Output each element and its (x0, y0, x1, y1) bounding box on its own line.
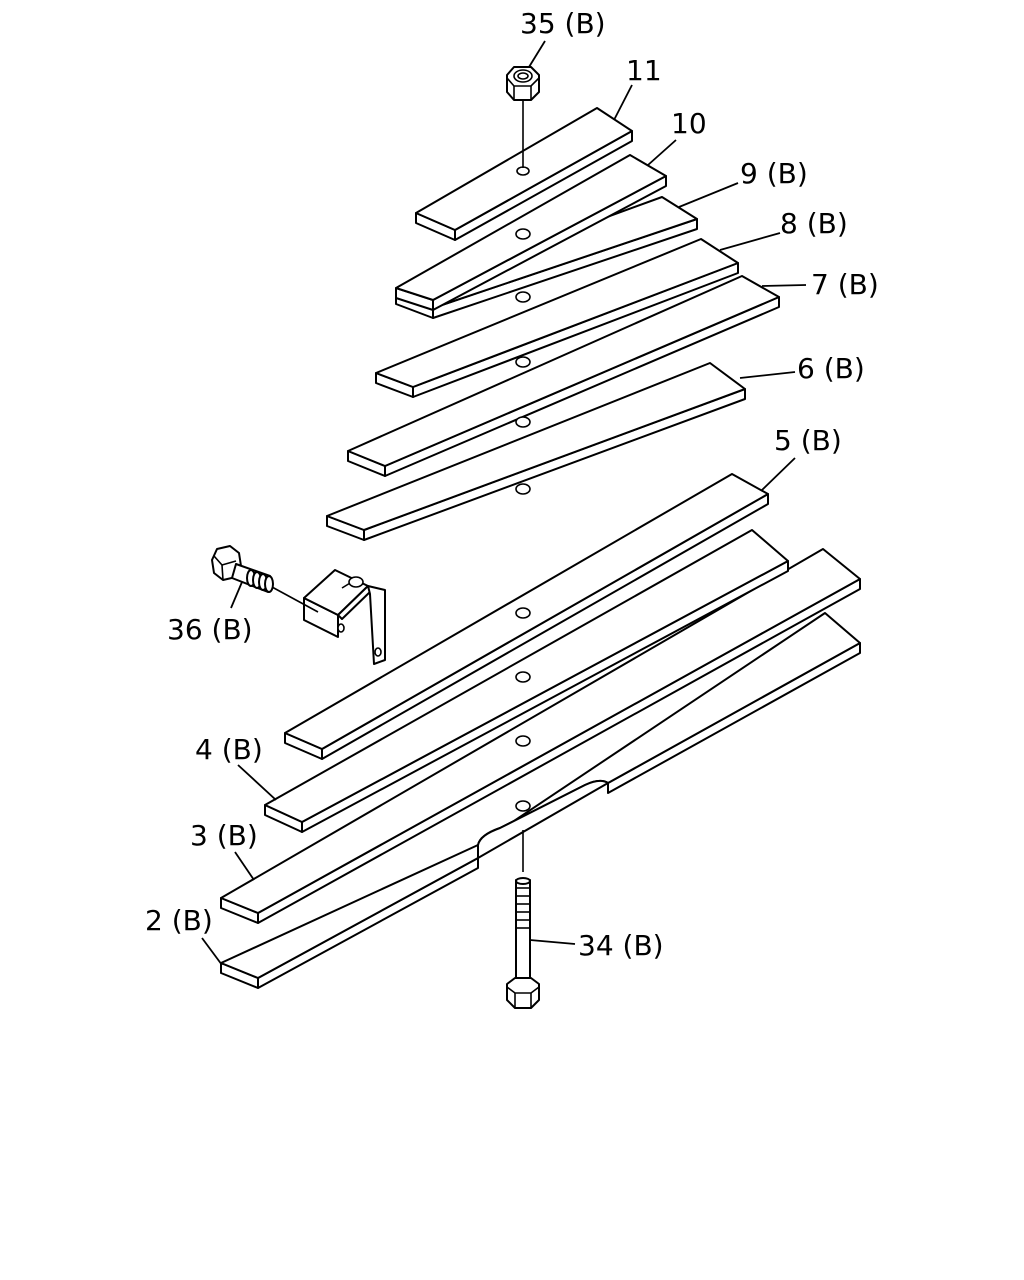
callout-35: 35 (B) (520, 7, 606, 40)
leaf-2 (220, 612, 861, 989)
callout-8: 8 (B) (780, 207, 848, 240)
leaf-7 (347, 275, 780, 477)
leader-10 (647, 139, 677, 166)
leaf-3-center-hole (515, 735, 531, 747)
leaf-9-center-hole (515, 291, 531, 303)
leader-4 (237, 764, 277, 801)
leader-8 (719, 232, 781, 251)
callout-7: 7 (B) (811, 268, 879, 301)
clip-bolt-36 (211, 545, 319, 613)
callout-4: 4 (B) (195, 733, 263, 766)
leader-9 (678, 182, 739, 208)
callout-36: 36 (B) (167, 613, 253, 646)
leader-35 (528, 40, 546, 68)
leaf-2-center-hole (515, 800, 531, 812)
callout-6: 6 (B) (797, 352, 865, 385)
leaf-4 (264, 529, 789, 833)
leaf-8 (375, 238, 739, 398)
leaf-10-plate (395, 154, 667, 311)
leaf-5-center-hole (515, 607, 531, 619)
leader-5 (761, 457, 796, 491)
callout-2: 2 (B) (145, 904, 213, 937)
leaf-11 (415, 107, 633, 241)
nut-35 (506, 66, 540, 101)
leader-3 (234, 851, 255, 881)
rebound-clip-top-hole (348, 576, 364, 588)
leaf-5 (284, 473, 769, 760)
leader-36 (230, 581, 243, 609)
leaf-3 (220, 548, 861, 924)
leaf-6-center-hole (515, 483, 531, 495)
callout-5: 5 (B) (774, 424, 842, 457)
leaf-10-center-hole (515, 228, 531, 240)
leaf-8-center-hole (515, 356, 531, 368)
rebound-clip-side-hole-left (337, 623, 345, 633)
leaf-4-center-hole (515, 671, 531, 683)
leaf-6 (326, 362, 746, 541)
leader-6 (739, 371, 796, 379)
center-bolt-34 (506, 877, 540, 1009)
callout-34: 34 (B) (578, 929, 664, 962)
callout-11: 11 (626, 54, 662, 87)
leader-34 (529, 939, 576, 945)
leaf-11-center-hole (516, 166, 530, 176)
leader-7 (761, 284, 807, 287)
rebound-clip (303, 569, 386, 665)
leader-2 (201, 937, 223, 966)
leader-11 (613, 84, 633, 121)
callout-9: 9 (B) (740, 157, 808, 190)
callout-3: 3 (B) (190, 819, 258, 852)
rebound-clip-side-hole-right (374, 647, 382, 657)
callout-10: 10 (671, 107, 707, 140)
leaf-7-center-hole (515, 416, 531, 428)
